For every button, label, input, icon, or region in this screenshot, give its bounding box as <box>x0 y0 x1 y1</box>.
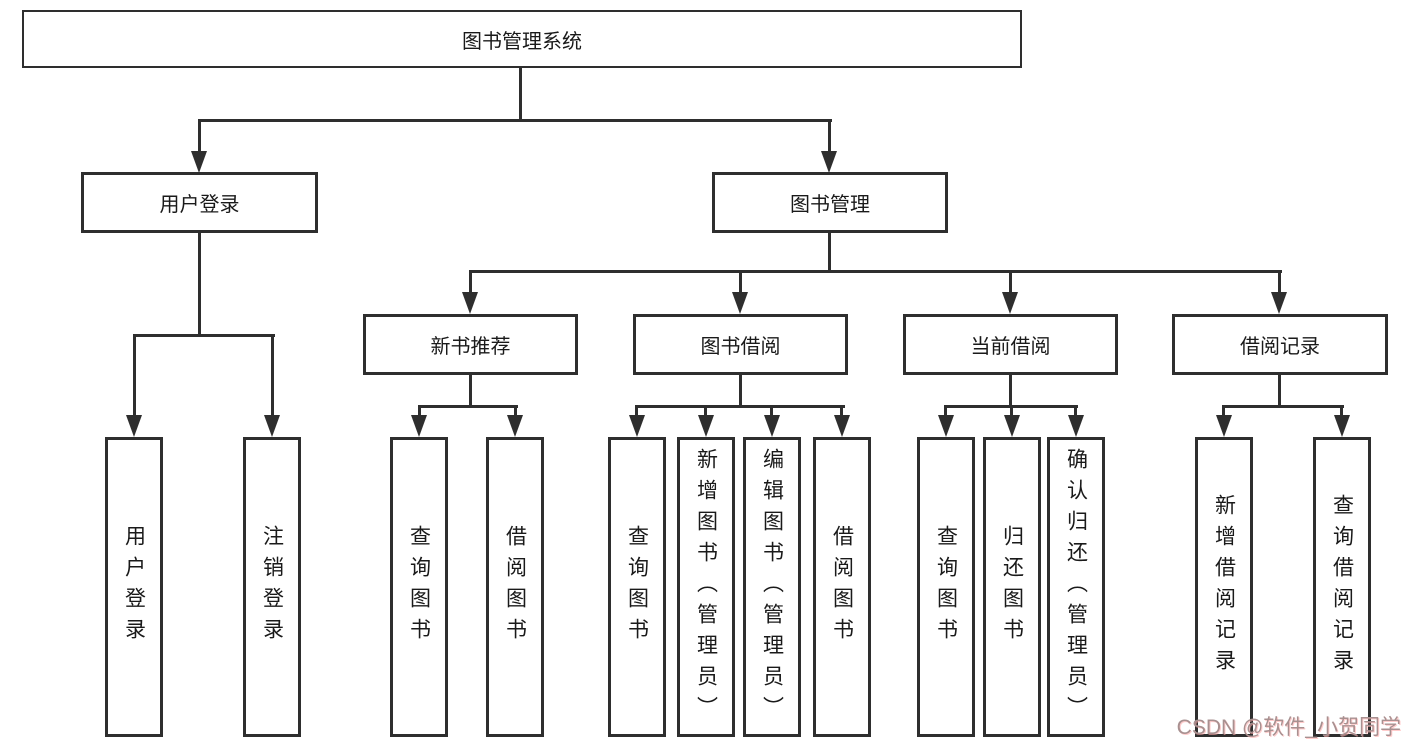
node-label: 当前借阅 <box>970 336 1051 358</box>
tree-leaf-borrow-books: 借阅图书 <box>813 437 871 737</box>
arrow-down-icon <box>821 151 837 173</box>
arrow-down-icon <box>698 415 714 437</box>
connector-line <box>133 334 136 417</box>
tree-leaf-edit-books-admin: 编辑图书（管理员） <box>743 437 801 737</box>
tree-leaf-query-books: 查询图书 <box>390 437 448 737</box>
node-label: 用户登录 <box>159 194 240 216</box>
connector-line <box>704 405 707 417</box>
connector-line <box>519 67 522 121</box>
arrow-down-icon <box>1004 415 1020 437</box>
tree-leaf-query-books: 查询图书 <box>608 437 666 737</box>
connector-line <box>198 119 201 152</box>
connector-line <box>1278 374 1281 408</box>
connector-line <box>1222 405 1225 417</box>
node-label: 图书管理 <box>790 194 870 216</box>
arrow-down-icon <box>629 415 645 437</box>
connector-line <box>1222 405 1344 408</box>
tree-leaf-borrow-books: 借阅图书 <box>486 437 544 737</box>
tree-leaf-query-books: 查询图书 <box>917 437 975 737</box>
connector-line <box>828 232 831 273</box>
connector-line <box>469 374 472 408</box>
tree-node-book-borrow: 图书借阅 <box>633 314 848 375</box>
arrow-down-icon <box>264 415 280 437</box>
connector-line <box>469 270 1282 273</box>
node-label: 编辑图书（管理员） <box>760 447 784 727</box>
node-label: 查询图书 <box>934 525 958 649</box>
connector-line <box>514 405 517 417</box>
arrow-down-icon <box>1334 415 1350 437</box>
connector-line <box>1009 374 1012 408</box>
node-label: 查询图书 <box>625 525 649 649</box>
node-label: 查询借阅记录 <box>1330 494 1354 680</box>
arrow-down-icon <box>507 415 523 437</box>
tree-leaf-logout: 注销登录 <box>243 437 301 737</box>
node-label: 图书借阅 <box>700 336 781 358</box>
tree-node-book-management: 图书管理 <box>712 172 948 233</box>
node-label: 新增借阅记录 <box>1212 494 1236 680</box>
tree-leaf-return-books: 归还图书 <box>983 437 1041 737</box>
arrow-down-icon <box>126 415 142 437</box>
tree-node-new-book-recommend: 新书推荐 <box>363 314 578 375</box>
node-label: 查询图书 <box>407 525 431 649</box>
arrow-down-icon <box>764 415 780 437</box>
connector-line <box>1278 270 1281 294</box>
connector-line <box>635 405 638 417</box>
connector-line <box>198 119 832 122</box>
connector-line <box>271 334 274 417</box>
tree-node-current-borrow: 当前借阅 <box>903 314 1118 375</box>
arrow-down-icon <box>938 415 954 437</box>
connector-line <box>840 405 843 417</box>
connector-line <box>739 374 742 408</box>
node-label: 确认归还（管理员） <box>1064 447 1088 727</box>
arrow-down-icon <box>462 292 478 314</box>
arrow-down-icon <box>732 292 748 314</box>
connector-line <box>739 270 742 294</box>
watermark: CSDN @软件_小贺同学 <box>1176 716 1401 739</box>
connector-line <box>635 405 845 408</box>
tree-node-root: 图书管理系统 <box>22 10 1022 68</box>
node-label: 注销登录 <box>260 525 284 649</box>
node-label: 用户登录 <box>122 525 146 649</box>
tree-leaf-user-login: 用户登录 <box>105 437 163 737</box>
node-label: 借阅记录 <box>1240 336 1320 358</box>
arrow-down-icon <box>1216 415 1232 437</box>
connector-line <box>770 405 773 417</box>
tree-node-borrow-records: 借阅记录 <box>1172 314 1388 375</box>
tree-leaf-add-books-admin: 新增图书（管理员） <box>677 437 735 737</box>
tree-leaf-add-borrow-record: 新增借阅记录 <box>1195 437 1253 737</box>
connector-line <box>469 270 472 294</box>
arrow-down-icon <box>1271 292 1287 314</box>
arrow-down-icon <box>191 151 207 173</box>
tree-leaf-confirm-return-admin: 确认归还（管理员） <box>1047 437 1105 737</box>
connector-line <box>418 405 421 417</box>
connector-line <box>418 405 518 408</box>
connector-line <box>1340 405 1343 417</box>
node-label: 图书管理系统 <box>462 30 582 53</box>
connector-line <box>828 119 831 152</box>
node-label: 借阅图书 <box>503 525 527 649</box>
arrow-down-icon <box>411 415 427 437</box>
node-label: 归还图书 <box>1000 525 1024 649</box>
connector-line <box>1009 270 1012 294</box>
tree-leaf-query-borrow-record: 查询借阅记录 <box>1313 437 1371 737</box>
connector-line <box>133 334 275 337</box>
tree-node-user-login: 用户登录 <box>81 172 318 233</box>
connector-line <box>198 232 201 336</box>
arrow-down-icon <box>1068 415 1084 437</box>
connector-line <box>1010 405 1013 417</box>
arrow-down-icon <box>1002 292 1018 314</box>
node-label: 新增图书（管理员） <box>694 447 718 727</box>
connector-line <box>944 405 947 417</box>
node-label: 借阅图书 <box>830 525 854 649</box>
connector-line <box>1074 405 1077 417</box>
arrow-down-icon <box>834 415 850 437</box>
node-label: 新书推荐 <box>430 336 511 358</box>
